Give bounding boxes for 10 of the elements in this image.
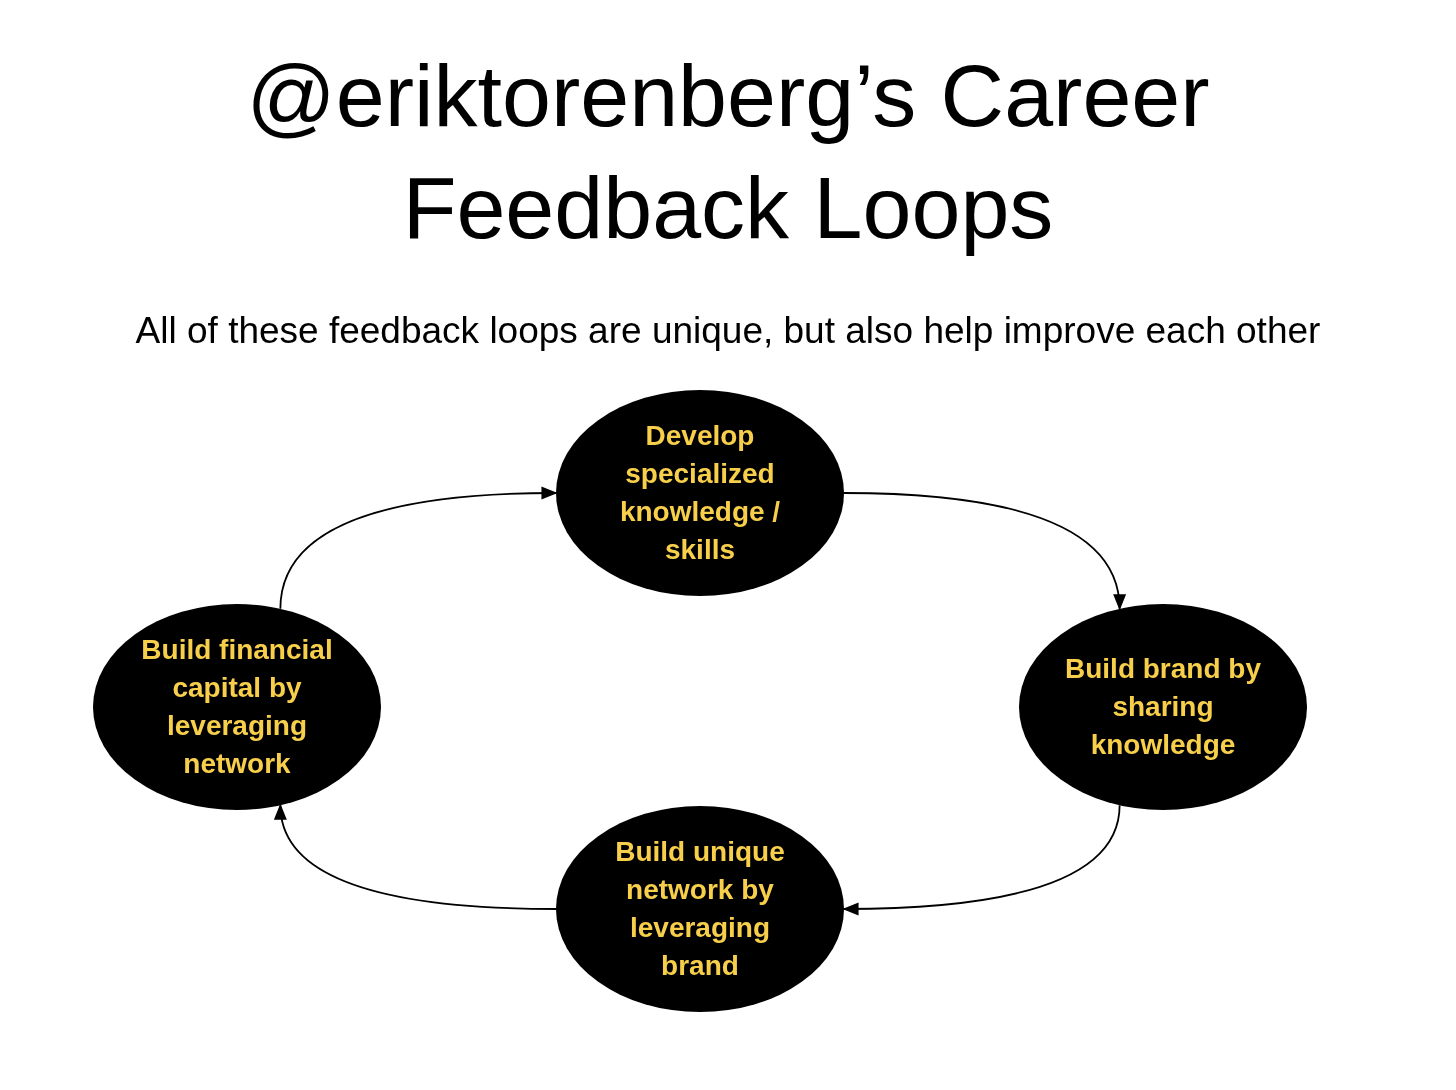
curved-arrow bbox=[279, 486, 558, 610]
curved-arrow bbox=[275, 803, 557, 910]
node-label: Build financial capital by leveraging network bbox=[140, 633, 334, 781]
curved-arrow bbox=[843, 492, 1125, 611]
curved-arrow bbox=[842, 804, 1121, 916]
subtitle: All of these feedback loops are unique, but also help improve each other bbox=[135, 309, 1321, 353]
node-label: Build brand by sharing knowledge bbox=[1064, 652, 1262, 762]
node-label: Build unique network by leveraging brand bbox=[614, 835, 786, 983]
title: @eriktorenberg’s Career Feedback Loops bbox=[245, 45, 1211, 259]
node-label: Develop specialized knowledge / skills bbox=[618, 419, 782, 567]
